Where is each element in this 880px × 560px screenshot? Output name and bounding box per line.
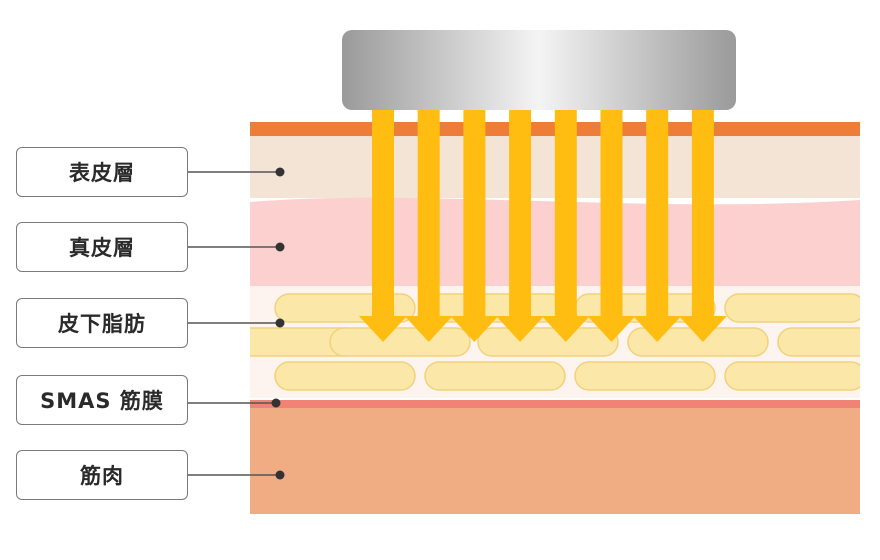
fat-cell (574, 361, 716, 391)
fat-cell (477, 327, 619, 357)
arrow-down-icon (404, 110, 453, 342)
ultrasound-beams (359, 110, 727, 342)
label-dermis: 真皮層 (16, 222, 188, 272)
arrow-down-icon (496, 110, 545, 342)
fat-cell (724, 361, 860, 391)
muscle-layer (250, 408, 860, 514)
arrow-down-icon (359, 110, 407, 342)
arrow-down-icon (450, 110, 499, 342)
label-connectors (188, 167, 285, 480)
label-subcutaneous-fat: 皮下脂肪 (16, 298, 188, 348)
fat-cell (329, 327, 471, 357)
smas-layer (250, 400, 860, 408)
fat-cell (424, 361, 566, 391)
arrow-down-icon (633, 110, 682, 342)
label-epidermis: 表皮層 (16, 147, 188, 197)
arrow-down-icon (678, 110, 727, 342)
arrow-down-icon (587, 110, 636, 342)
connector-dot (271, 398, 281, 408)
fat-cell (724, 293, 860, 323)
connector-dot (275, 318, 285, 328)
connector-dot (275, 167, 285, 177)
connector-dot (275, 470, 285, 480)
fat-cell (274, 361, 416, 391)
arrow-down-icon (541, 110, 590, 342)
ultrasound-device-head-icon (342, 30, 736, 110)
fat-cells (250, 293, 860, 391)
connector-dot (275, 242, 285, 252)
label-muscle: 筋肉 (16, 450, 188, 500)
fat-cell (777, 327, 860, 357)
label-smas-fascia: SMAS 筋膜 (16, 375, 188, 425)
